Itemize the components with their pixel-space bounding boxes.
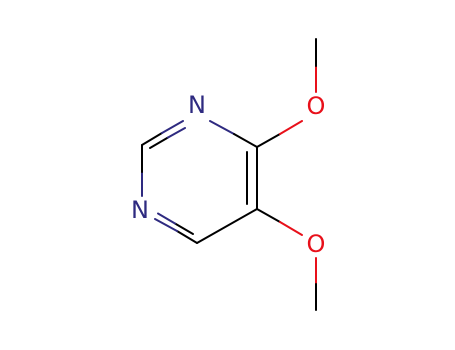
bond-c6-o1-o — [279, 120, 303, 135]
atom-n3: N — [131, 196, 149, 224]
bond-c4-n3-n — [154, 218, 178, 232]
bond-c6-o1 — [256, 133, 281, 148]
bond-c5-c4 — [196, 208, 258, 244]
atom-o2: O — [307, 230, 326, 258]
bond-c4-n3 — [176, 230, 198, 244]
bond-c4-n3-inner-n — [157, 212, 176, 225]
atom-n1: N — [188, 91, 206, 119]
bond-c5-o2 — [256, 208, 281, 223]
bond-c2-n1-inner-n — [167, 127, 186, 139]
methoxy-bonds — [256, 38, 317, 311]
bond-c2-n1-n — [161, 120, 184, 134]
bond-c5-o2-o — [279, 221, 303, 236]
bond-n1-c6 — [233, 133, 258, 148]
bond-c2-n1-inner — [149, 136, 169, 149]
atom-o1: O — [307, 92, 326, 120]
ring-bonds — [141, 120, 258, 244]
bond-c4-n3-inner — [174, 222, 194, 235]
bond-n1-c6-n — [209, 120, 235, 135]
bond-c2-n1 — [141, 132, 163, 146]
